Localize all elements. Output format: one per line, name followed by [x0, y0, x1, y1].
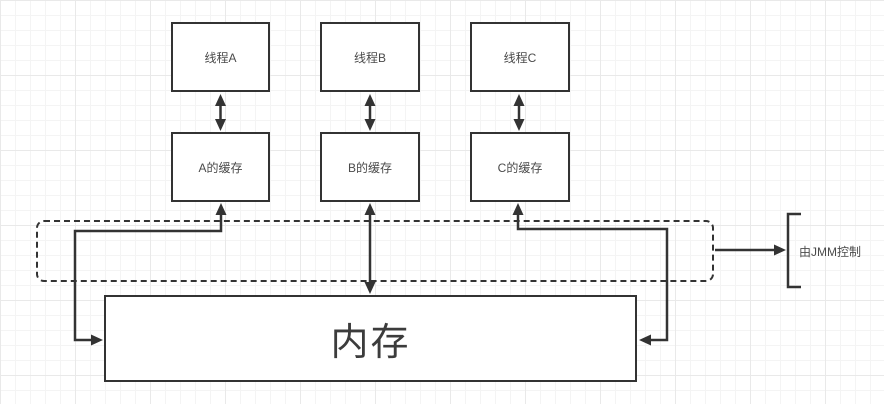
connector-region-jmm-label	[715, 244, 786, 256]
node-thread-b-label: 线程B	[353, 50, 386, 65]
jmm-controlled-region	[36, 220, 714, 282]
node-thread-c: 线程C	[470, 22, 570, 92]
node-thread-b: 线程B	[320, 22, 420, 92]
node-thread-c-label: 线程C	[503, 50, 537, 65]
node-thread-a-label: 线程A	[204, 50, 237, 65]
connector-thread-c-cache-c	[513, 94, 525, 131]
jmm-control-label: 由JMM控制	[799, 245, 861, 259]
connector-thread-b-cache-b	[364, 94, 376, 131]
node-memory-label: 内存	[330, 322, 411, 364]
node-memory: 内存	[104, 295, 637, 382]
node-cache-c-label: C的缓存	[497, 160, 543, 175]
node-cache-b: B的缓存	[320, 132, 420, 202]
connector-thread-a-cache-a	[215, 94, 226, 131]
node-cache-c: C的缓存	[470, 132, 570, 202]
node-cache-a-label: A的缓存	[198, 160, 243, 175]
node-thread-a: 线程A	[171, 22, 270, 92]
node-cache-a: A的缓存	[171, 132, 270, 202]
node-cache-b-label: B的缓存	[347, 160, 392, 175]
